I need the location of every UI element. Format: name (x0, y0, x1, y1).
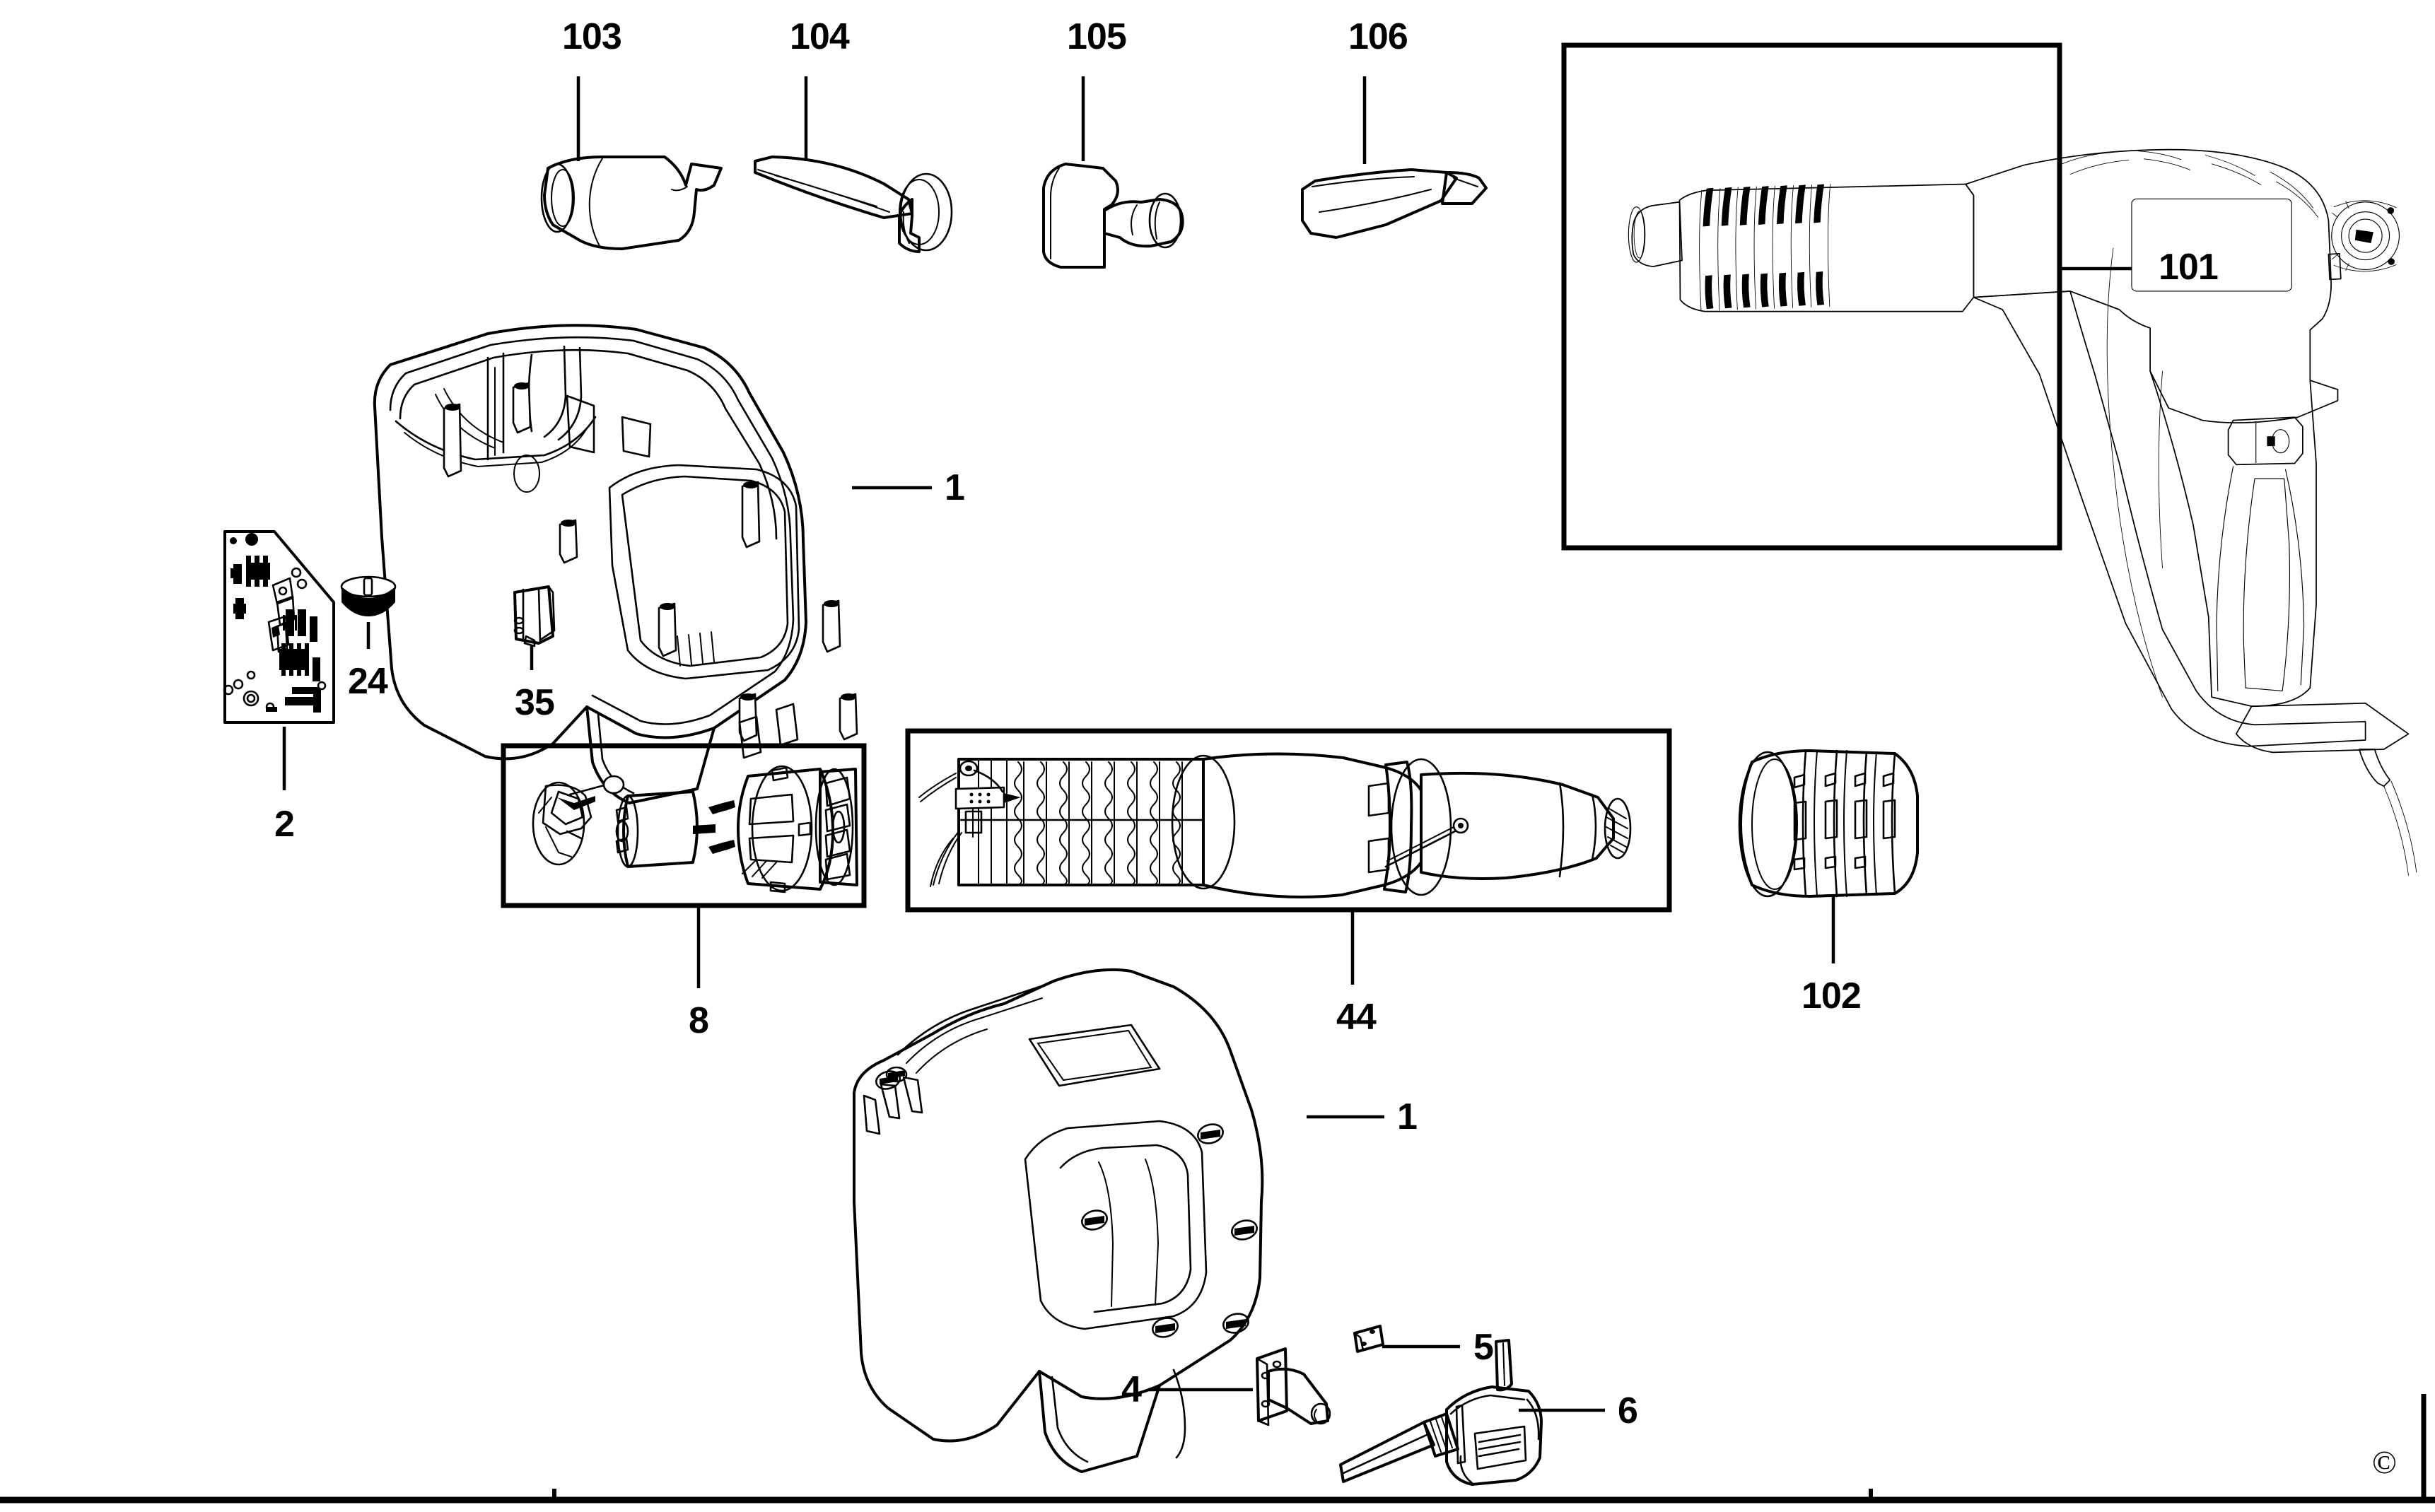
heating-element-frame (905, 728, 1672, 913)
callout-102: 102 (1802, 975, 1862, 1016)
motor-fan-frame (501, 743, 867, 908)
leader-lines (282, 76, 2146, 1412)
part-105-reduction-nozzle (1042, 163, 1184, 269)
callout-35: 35 (515, 682, 555, 723)
part-24-speed-control-knob (340, 575, 397, 616)
part-35-switch (513, 585, 556, 647)
callout-105: 105 (1067, 16, 1127, 57)
callout-104: 104 (790, 16, 850, 57)
part-101-complete-heat-gun (1628, 148, 2417, 876)
part-102-protective-glass-nozzle (1738, 749, 1919, 898)
callout-8: 8 (689, 1000, 709, 1041)
callout-6: 6 (1618, 1390, 1638, 1431)
callout-44: 44 (1336, 997, 1377, 1038)
callout-24: 24 (348, 661, 388, 702)
copyright-mark: © (2372, 1444, 2397, 1480)
footer-rule (0, 1394, 2435, 1504)
callout-2: 2 (274, 804, 295, 845)
part-4-cord-strain-relief (1256, 1347, 1331, 1426)
heat-gun-frame (1561, 42, 2062, 551)
part-2-control-pcb (223, 530, 335, 724)
part-103-reflector-nozzle (540, 156, 723, 250)
part-8-motor-fan-assembly (532, 765, 858, 893)
part-5-cord-clamp (1353, 1325, 1384, 1353)
frame-boxes (501, 42, 2062, 913)
callout-101: 101 (2159, 247, 2219, 288)
part-6-power-cord-with-plug (1339, 1339, 1543, 1486)
callout-4: 4 (1121, 1369, 1142, 1410)
callout-1-lower: 1 (1397, 1096, 1418, 1137)
part-106-flat-fan-nozzle (1301, 168, 1488, 239)
part-104-glass-protection-nozzle (754, 156, 953, 253)
part-1-housing-half-upper (373, 324, 858, 804)
callout-106: 106 (1348, 16, 1408, 57)
callout-103: 103 (562, 16, 622, 57)
callout-1-upper: 1 (945, 467, 965, 508)
callout-5: 5 (1473, 1327, 1494, 1368)
part-44-heating-element-assembly (918, 752, 1632, 898)
part-1-housing-half-lower (853, 968, 1264, 1473)
